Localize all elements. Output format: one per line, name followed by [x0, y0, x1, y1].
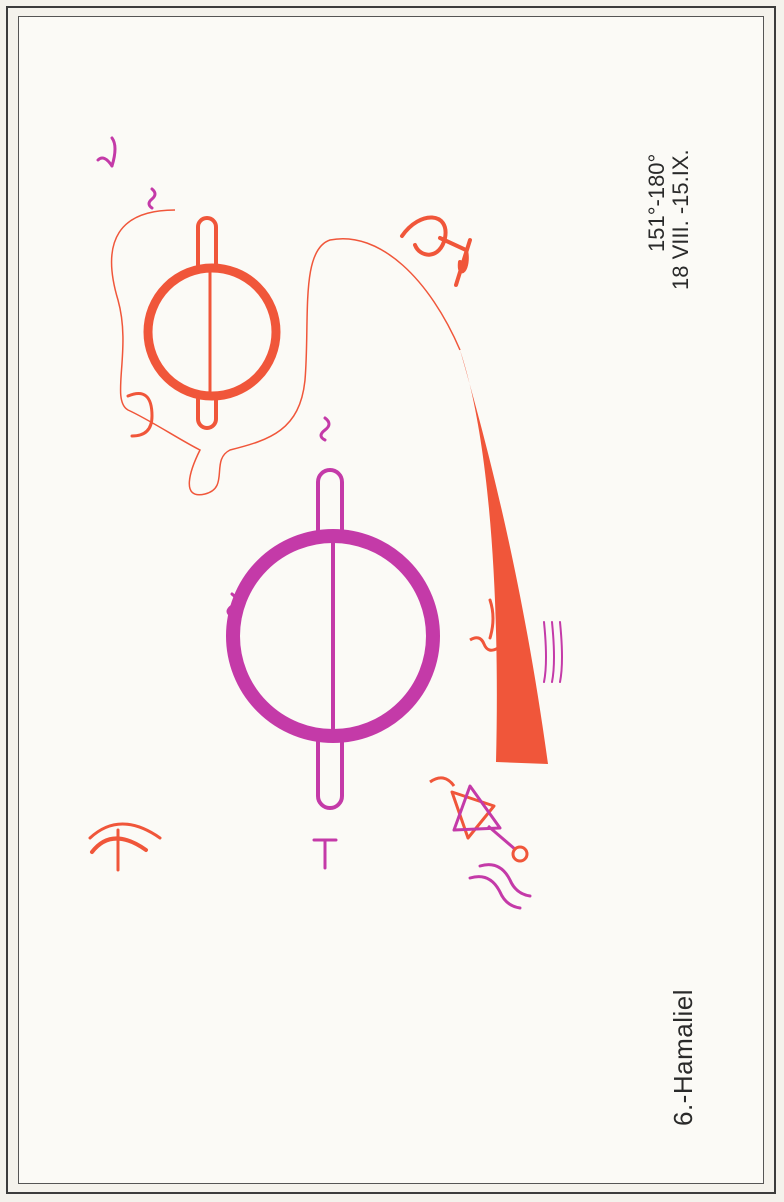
orange-left-glyph — [90, 394, 160, 871]
star-symbol — [430, 778, 527, 861]
magenta-planet-sigil — [233, 470, 433, 808]
orange-planet-sigil — [148, 218, 276, 428]
date-range: 18 VIII. -15.IX. — [668, 149, 694, 290]
plate-title: 6.-Hamaliel — [668, 989, 699, 1126]
orange-comet — [460, 350, 548, 764]
magenta-wave-glyph — [470, 865, 530, 908]
degree-range: 151°-180° — [644, 154, 670, 252]
orange-tilde-mark — [470, 638, 498, 651]
